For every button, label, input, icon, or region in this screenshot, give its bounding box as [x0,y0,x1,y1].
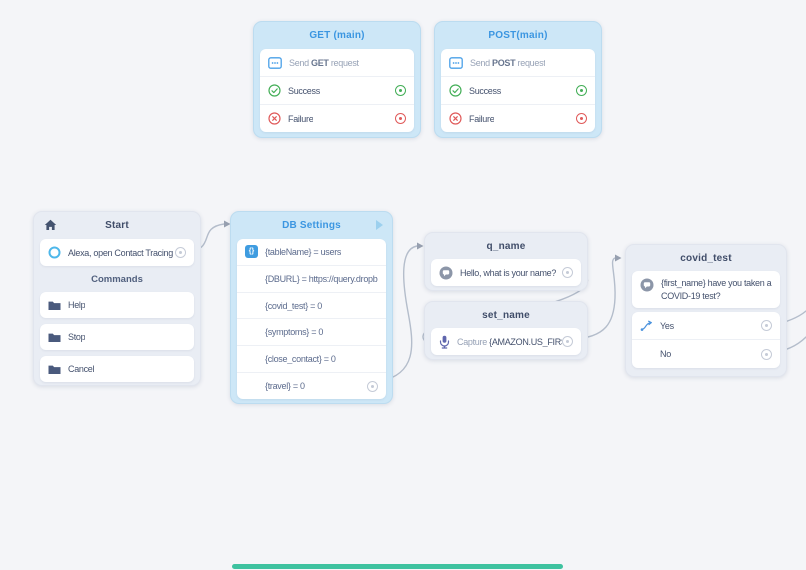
variable-assignment: {travel} = 0 [265,381,305,392]
block-q-name[interactable]: q_name Hello, what is your name? [424,232,588,291]
choice-row-yes[interactable]: Yes [632,312,780,339]
capture-text: Capture {AMAZON.US_FIRS... [457,336,562,347]
microphone-icon [439,335,450,349]
failure-label: Failure [288,113,314,124]
failure-row[interactable]: Failure [260,104,414,132]
capture-step-row[interactable]: Capture {AMAZON.US_FIRS... [431,328,581,355]
block-covid-test[interactable]: covid_test {first_name} have you taken a… [625,244,787,377]
command-row-help[interactable]: Help [40,292,194,318]
send-request-label: Send POST request [470,57,546,68]
variable-assignment: {symptoms} = 0 [265,327,324,338]
speak-text: Hello, what is your name? [460,267,557,278]
speak-bubble-icon [439,266,453,280]
variable-assignment: {DBURL} = https://query.dropb... [265,273,378,284]
play-icon[interactable] [376,220,383,230]
choice-row-no[interactable]: No [632,339,780,368]
command-row-stop[interactable]: Stop [40,324,194,350]
block-set-name[interactable]: set_name Capture {AMAZON.US_FIRS... [424,301,588,360]
success-row[interactable]: Success [260,76,414,104]
home-icon [44,219,57,231]
block-header[interactable]: DB Settings [231,212,392,239]
block-get-main[interactable]: GET (main) Send GET request Success [253,21,421,138]
choice-output-port[interactable] [761,348,772,360]
block-title: Start [105,220,129,231]
success-label: Success [288,85,320,96]
set-variable-row[interactable]: {travel} = 0 [237,372,386,399]
code-braces-icon: {} [245,245,258,259]
block-title: covid_test [680,252,732,264]
variable-assignment: {covid_test} = 0 [265,300,322,311]
block-header[interactable]: Start [34,212,200,239]
choice-output-port[interactable] [761,320,772,331]
variable-assignment: {tableName} = users [265,246,342,257]
horizontal-scrollbar[interactable] [232,564,563,569]
api-step-row[interactable]: Send POST request [441,49,595,76]
speak-bubble-icon [640,278,654,292]
block-title: POST(main) [488,30,548,41]
api-step-row[interactable]: Send GET request [260,49,414,76]
success-output-port[interactable] [395,85,406,96]
command-label: Cancel [68,364,95,374]
failure-output-port[interactable] [395,113,406,124]
block-header[interactable]: GET (main) [254,22,420,49]
arrowhead [615,254,622,262]
block-title: DB Settings [282,220,341,231]
block-db-settings[interactable]: DB Settings {} {tableName} = users {DBUR… [230,211,393,404]
block-start[interactable]: Start Alexa, open Contact Tracing Comman… [33,211,201,386]
command-label: Help [68,300,86,310]
choice-label: Yes [660,320,674,331]
block-title: GET (main) [309,30,365,41]
command-row-cancel[interactable]: Cancel [40,356,194,382]
speak-text-line: COVID-19 test? [661,291,721,301]
speak-step-row[interactable]: {first_name} have you taken a COVID-19 t… [632,271,780,308]
start-output-port[interactable] [175,247,186,258]
folder-icon [48,364,61,375]
commands-section-label: Commands [91,273,143,285]
speak-step-row[interactable]: Hello, what is your name? [431,259,581,286]
success-label: Success [469,85,501,96]
alexa-ring-icon [48,246,61,259]
failure-x-icon [449,112,462,125]
choice-split-icon [640,320,653,332]
block-post-main[interactable]: POST(main) Send POST request Success [434,21,602,138]
block-title: q_name [486,240,526,252]
set-variable-row[interactable]: {DBURL} = https://query.dropb... [237,264,386,292]
block-header[interactable]: covid_test [626,245,786,271]
command-label: Stop [68,332,86,342]
failure-row[interactable]: Failure [441,104,595,132]
folder-icon [48,332,61,343]
success-row[interactable]: Success [441,76,595,104]
failure-label: Failure [469,113,495,124]
choice-label: No [660,349,671,359]
api-request-icon [268,56,282,69]
folder-icon [48,300,61,311]
api-request-icon [449,56,463,69]
set-variable-row[interactable]: {covid_test} = 0 [237,291,386,319]
speak-output-port[interactable] [562,267,573,278]
success-output-port[interactable] [576,85,587,96]
block-header[interactable]: set_name [425,302,587,328]
speak-text-line: {first_name} have you taken a [661,278,772,288]
set-variable-row[interactable]: {close_contact} = 0 [237,345,386,372]
capture-output-port[interactable] [562,336,573,347]
success-check-icon [268,84,281,97]
variable-assignment: {close_contact} = 0 [265,354,336,365]
set-variable-row[interactable]: {symptoms} = 0 [237,318,386,345]
success-check-icon [449,84,462,97]
block-header[interactable]: POST(main) [435,22,601,49]
block-title: set_name [482,309,530,321]
db-output-port[interactable] [367,380,378,392]
send-request-label: Send GET request [289,57,359,68]
start-utterance-row[interactable]: Alexa, open Contact Tracing [40,239,194,266]
utterance-label: Alexa, open Contact Tracing [68,247,173,258]
block-header[interactable]: q_name [425,233,587,259]
failure-x-icon [268,112,281,125]
failure-output-port[interactable] [576,113,587,124]
arrowhead [417,242,424,250]
set-variable-row[interactable]: {} {tableName} = users [237,239,386,265]
